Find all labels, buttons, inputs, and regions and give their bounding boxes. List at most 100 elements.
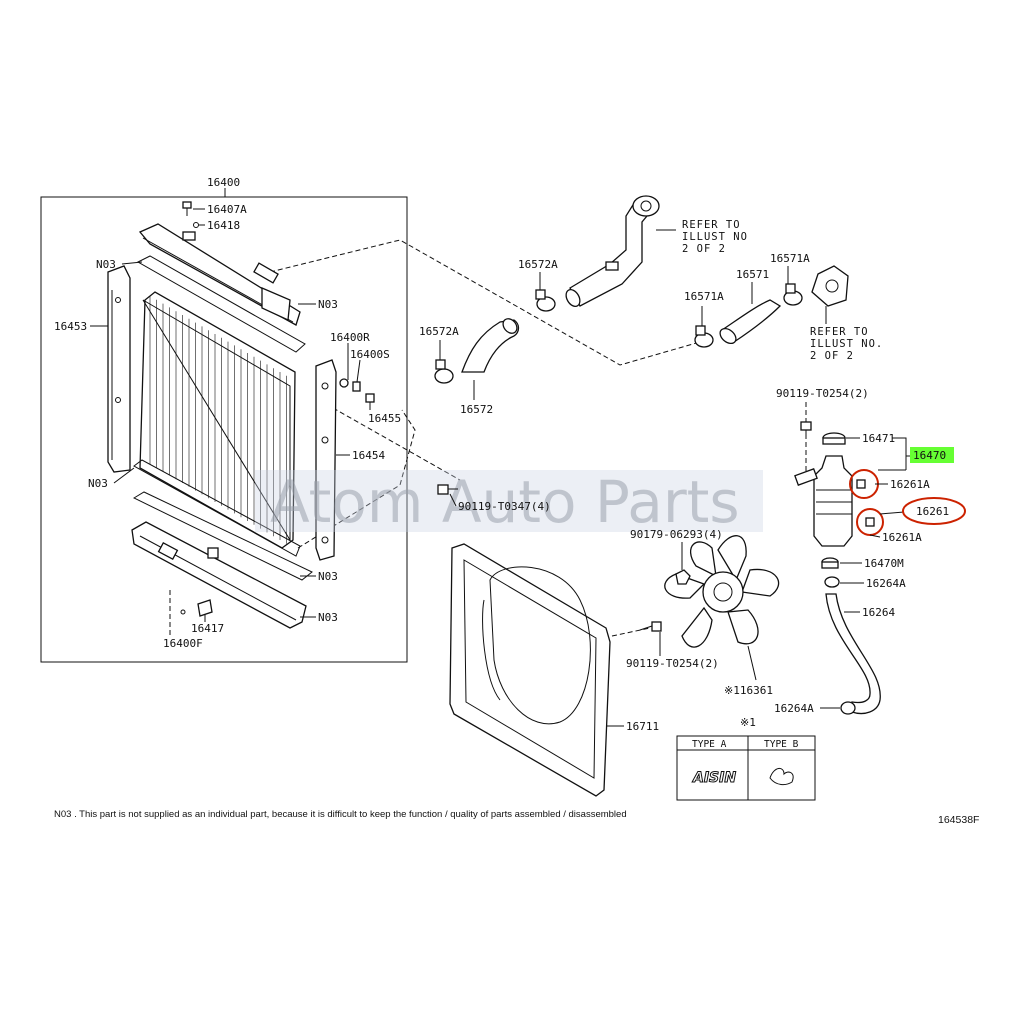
label-16471: 16471 <box>862 432 895 445</box>
label-16400F: 16400F <box>163 637 203 650</box>
highlight-16470 <box>910 447 954 463</box>
label-16571A-a: 16571A <box>684 290 724 303</box>
label-16572A-b: 16572A <box>419 325 459 338</box>
lower-gasket-n03 <box>132 491 313 581</box>
label-90119-T0347: 90119-T0347(4) <box>458 500 551 513</box>
fan-shroud-16711 <box>449 543 611 797</box>
clamp-16264A-a <box>824 576 840 588</box>
fan-16361 <box>664 535 780 648</box>
lower-gasket-mid-n03 <box>133 459 301 557</box>
label-n03-a: N03 <box>96 258 116 271</box>
dashed-line-lower <box>297 409 416 549</box>
label-16361: ※116361 <box>724 684 773 697</box>
refer-b-line1: REFER TO <box>810 326 869 338</box>
bolt-16455 <box>365 393 375 410</box>
leader-n03-a <box>121 261 143 265</box>
label-16470M: 16470M <box>864 557 904 570</box>
type-b-header: TYPE B <box>764 739 799 750</box>
label-16261: 16261 <box>916 505 949 518</box>
label-16400: 16400 <box>207 176 240 189</box>
oring-16400F <box>180 609 186 615</box>
label-16264A-a: 16264A <box>866 577 906 590</box>
callout-circle-16261 <box>902 497 966 525</box>
refer-a-line3: 2 OF 2 <box>682 243 726 255</box>
label-16571: 16571 <box>736 268 769 281</box>
label-16418: 16418 <box>207 219 240 232</box>
lower-hose-16572 <box>461 318 520 373</box>
radiator-lower-tank <box>131 521 307 629</box>
radiator-core <box>139 291 296 549</box>
leader-16261 <box>879 511 905 515</box>
label-n03-c: N03 <box>88 477 108 490</box>
label-n03-b: N03 <box>318 298 338 311</box>
clip-16261 <box>865 517 875 527</box>
refer-a-line2: ILLUST NO <box>682 231 748 243</box>
radiator-group-box <box>40 196 408 663</box>
label-n03-e: N03 <box>318 611 338 624</box>
leader-16261A-b <box>869 534 881 538</box>
bolt-90119-T0347 <box>437 484 458 495</box>
label-90119-T0254-b: 90119-T0254(2) <box>626 657 719 670</box>
clamp-16264A-b <box>840 701 856 715</box>
dashed-line-bolt <box>332 407 461 481</box>
type-table <box>676 735 816 801</box>
leader-16361 <box>747 645 757 681</box>
label-90119-T0254-a: 90119-T0254(2) <box>776 387 869 400</box>
hose-16571 <box>719 299 782 345</box>
type-a-logo: AISIN <box>692 770 736 786</box>
figure-code: 164538F <box>938 814 979 826</box>
cap-16400R <box>339 378 349 388</box>
side-bracket-left-16453 <box>107 265 131 473</box>
oring-16418 <box>193 222 199 228</box>
radiator-upper-tank <box>138 223 301 326</box>
refer-b-line2: ILLUST NO. <box>810 338 883 350</box>
label-16261A-b: 16261A <box>882 531 922 544</box>
grommet-16470M <box>821 557 839 569</box>
clamp-16572A-a <box>535 289 556 312</box>
label-16264: 16264 <box>862 606 895 619</box>
upper-pipe <box>565 195 660 308</box>
refer-a-line1: REFER TO <box>682 219 741 231</box>
reservoir-cap-16471 <box>822 432 846 445</box>
leader-n03-c <box>113 467 135 484</box>
label-n03-d: N03 <box>318 570 338 583</box>
footnote: N03 . This part is not supplied as an in… <box>54 809 627 820</box>
drain-plug-16417 <box>197 599 213 622</box>
clamp-16571A-b <box>783 283 803 306</box>
label-16455: 16455 <box>368 412 401 425</box>
bolt-16407A <box>182 201 192 216</box>
bolt-90119-T0254-a <box>800 421 812 438</box>
plug-16400S <box>352 381 361 392</box>
label-16261A-a: 16261A <box>890 478 930 491</box>
dash-90119-T0254-b <box>611 627 651 637</box>
label-16400S: 16400S <box>350 348 390 361</box>
clip-16261A-a <box>856 479 866 489</box>
clamp-16572A-b <box>434 359 454 384</box>
label-16264A-b: 16264A <box>774 702 814 715</box>
water-outlet-fitting <box>811 265 849 307</box>
label-16572: 16572 <box>460 403 493 416</box>
watermark-band <box>255 470 763 532</box>
bracket-16470 <box>892 437 910 470</box>
label-16572A-a: 16572A <box>518 258 558 271</box>
label-16571A-b: 16571A <box>770 252 810 265</box>
bolt-90119-T0254-b <box>639 621 662 632</box>
label-16400R: 16400R <box>330 331 370 344</box>
label-16453: 16453 <box>54 320 87 333</box>
refer-b-line3: 2 OF 2 <box>810 350 854 362</box>
label-90179-06293: 90179-06293(4) <box>630 528 723 541</box>
side-bracket-right-16454 <box>315 359 337 561</box>
dashed-line-upper-hose <box>269 239 701 366</box>
label-16407A: 16407A <box>207 203 247 216</box>
type-a-header: TYPE A <box>692 739 727 750</box>
reservoir-tank-16470 <box>794 455 853 547</box>
label-16454: 16454 <box>352 449 385 462</box>
note-mark: ※1 <box>740 716 756 729</box>
nut-90179-06293 <box>675 569 691 585</box>
label-16711: 16711 <box>626 720 659 733</box>
leader-90119-T0347 <box>449 493 457 507</box>
type-b-fan-icon <box>769 768 794 786</box>
clamp-16571A-a <box>694 325 714 348</box>
label-16470: 16470 <box>913 449 946 462</box>
